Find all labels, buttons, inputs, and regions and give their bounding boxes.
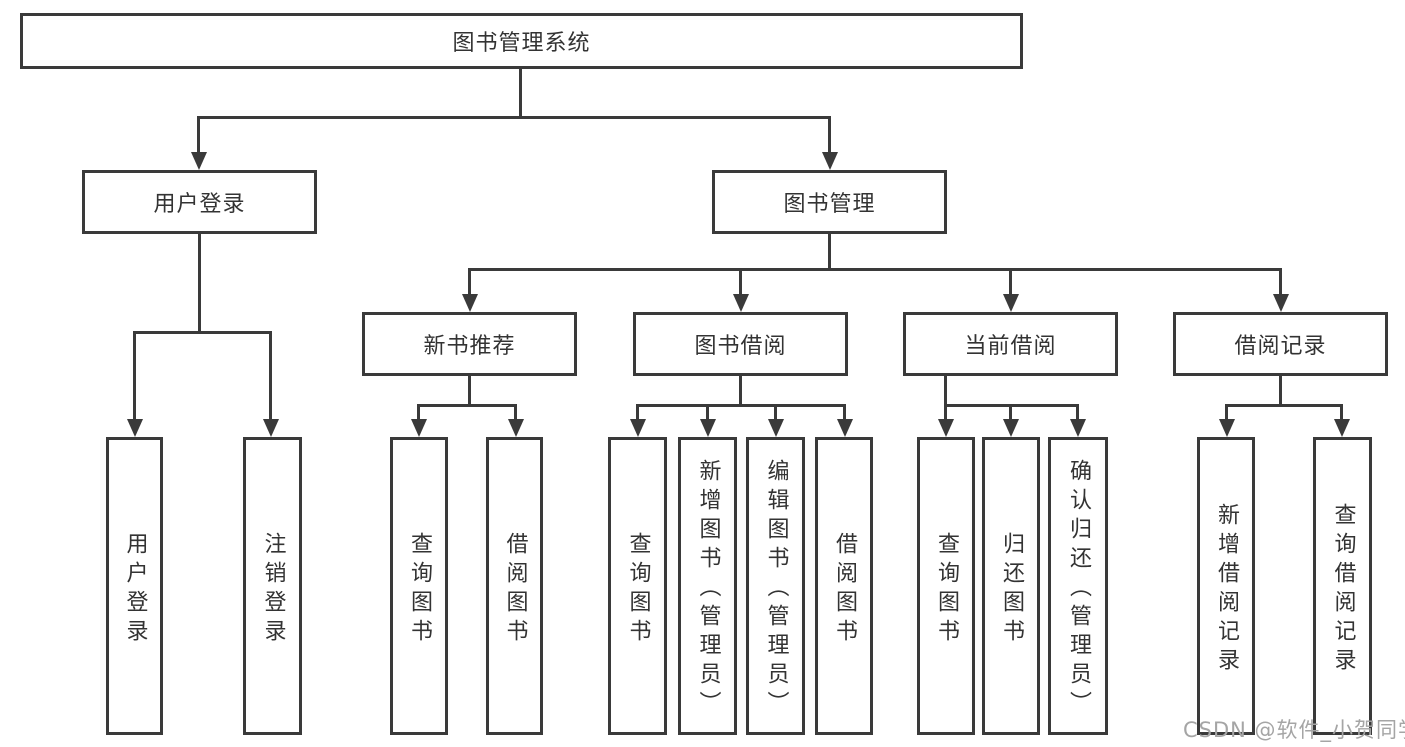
leaf-br-add-record: 新增借阅记录: [1197, 437, 1255, 735]
connector-br-stem: [1279, 376, 1282, 407]
leaf-nb-borrow-book: 借阅图书: [486, 437, 543, 735]
node-root-label: 图书管理系统: [452, 31, 591, 56]
arrow-down: [462, 294, 478, 312]
leaf-cb-query-book-label: 查询图书: [934, 531, 959, 648]
connector-userlogin-stem: [198, 234, 201, 334]
leaf-br-query-record: 查询借阅记录: [1313, 437, 1372, 735]
connector-br-hline: [1225, 404, 1342, 407]
connector-bb-stem: [739, 376, 742, 407]
csdn-watermark: CSDN @软件_小贺同学: [1183, 718, 1405, 742]
connector-bookmgmt-branch4: [1279, 268, 1282, 295]
node-current-borrow-label: 当前借阅: [964, 334, 1057, 359]
connector-root-branch-right: [828, 116, 831, 154]
leaf-bb-borrow-book-label: 借阅图书: [832, 531, 857, 648]
connector-bookmgmt-branch3: [1009, 268, 1012, 295]
node-borrow-record-label: 借阅记录: [1234, 334, 1327, 359]
leaf-nb-query-book: 查询图书: [390, 437, 448, 735]
connector-bookmgmt-branch2: [739, 268, 742, 295]
arrow-down: [1334, 419, 1350, 437]
connector-userlogin-branch1: [133, 331, 136, 419]
leaf-login: 用户登录: [106, 437, 163, 735]
node-user-login-label: 用户登录: [153, 192, 246, 217]
connector-userlogin-branch2: [269, 331, 272, 419]
arrow-down: [630, 419, 646, 437]
arrow-down: [700, 419, 716, 437]
leaf-cb-confirm-return-label: 确认归还（管理员）: [1066, 459, 1091, 720]
leaf-br-add-record-label: 新增借阅记录: [1214, 502, 1239, 677]
leaf-bb-edit-book-label: 编辑图书（管理员）: [763, 459, 789, 720]
leaf-br-query-record-label: 查询借阅记录: [1330, 502, 1356, 677]
connector-cb-branch2: [1009, 404, 1012, 420]
connector-cb-branch1: [944, 404, 947, 420]
node-root: 图书管理系统: [20, 13, 1023, 69]
connector-bookmgmt-hline: [468, 268, 1282, 271]
arrow-down: [191, 152, 207, 170]
node-user-login: 用户登录: [82, 170, 317, 234]
leaf-bb-add-book: 新增图书（管理员）: [678, 437, 737, 735]
arrow-down: [127, 419, 143, 437]
arrow-down: [263, 419, 279, 437]
connector-nbr-branch1: [417, 404, 420, 420]
leaf-cb-return-book-label: 归还图书: [999, 531, 1024, 648]
arrow-down: [822, 152, 838, 170]
leaf-bb-borrow-book: 借阅图书: [815, 437, 873, 735]
connector-cb-branch3: [1076, 404, 1079, 420]
connector-bb-branch1: [636, 404, 639, 420]
connector-bookmgmt-branch1: [468, 268, 471, 295]
leaf-logout: 注销登录: [243, 437, 302, 735]
connector-bb-branch4: [843, 404, 846, 420]
connector-nbr-stem: [468, 376, 471, 407]
node-book-management: 图书管理: [712, 170, 947, 234]
arrow-down: [1273, 294, 1289, 312]
arrow-down: [837, 419, 853, 437]
node-book-borrow: 图书借阅: [633, 312, 848, 376]
leaf-logout-label: 注销登录: [260, 531, 286, 648]
arrow-down: [733, 294, 749, 312]
arrow-down: [938, 419, 954, 437]
arrow-down: [1070, 419, 1086, 437]
node-new-book-recommend-label: 新书推荐: [423, 334, 516, 359]
connector-bb-hline: [636, 404, 846, 407]
arrow-down: [1219, 419, 1235, 437]
arrow-down: [411, 419, 427, 437]
node-new-book-recommend: 新书推荐: [362, 312, 577, 376]
connector-root-branch-left: [197, 116, 200, 154]
connector-br-branch1: [1225, 404, 1228, 420]
node-current-borrow: 当前借阅: [903, 312, 1118, 376]
connector-root-hline: [197, 116, 831, 119]
leaf-cb-confirm-return: 确认归还（管理员）: [1048, 437, 1108, 735]
arrow-down: [768, 419, 784, 437]
leaf-nb-borrow-book-label: 借阅图书: [502, 531, 528, 648]
leaf-cb-return-book: 归还图书: [982, 437, 1040, 735]
connector-bookmgmt-stem: [828, 234, 831, 270]
connector-nbr-hline: [417, 404, 517, 407]
leaf-login-label: 用户登录: [122, 531, 148, 648]
arrow-down: [1003, 294, 1019, 312]
leaf-bb-edit-book: 编辑图书（管理员）: [746, 437, 805, 735]
connector-bb-branch2: [706, 404, 709, 420]
connector-bb-branch3: [774, 404, 777, 420]
node-book-management-label: 图书管理: [783, 192, 876, 217]
node-book-borrow-label: 图书借阅: [694, 334, 787, 359]
connector-br-branch2: [1340, 404, 1343, 420]
arrow-down: [508, 419, 524, 437]
arrow-down: [1003, 419, 1019, 437]
node-borrow-record: 借阅记录: [1173, 312, 1388, 376]
connector-userlogin-hline: [133, 331, 272, 334]
leaf-cb-query-book: 查询图书: [917, 437, 975, 735]
connector-nbr-branch2: [514, 404, 517, 420]
leaf-bb-query-book: 查询图书: [608, 437, 667, 735]
connector-root-stem: [519, 69, 522, 118]
connector-cb-stem: [944, 376, 947, 407]
leaf-bb-add-book-label: 新增图书（管理员）: [695, 459, 721, 720]
leaf-nb-query-book-label: 查询图书: [407, 531, 432, 648]
leaf-bb-query-book-label: 查询图书: [625, 531, 651, 648]
